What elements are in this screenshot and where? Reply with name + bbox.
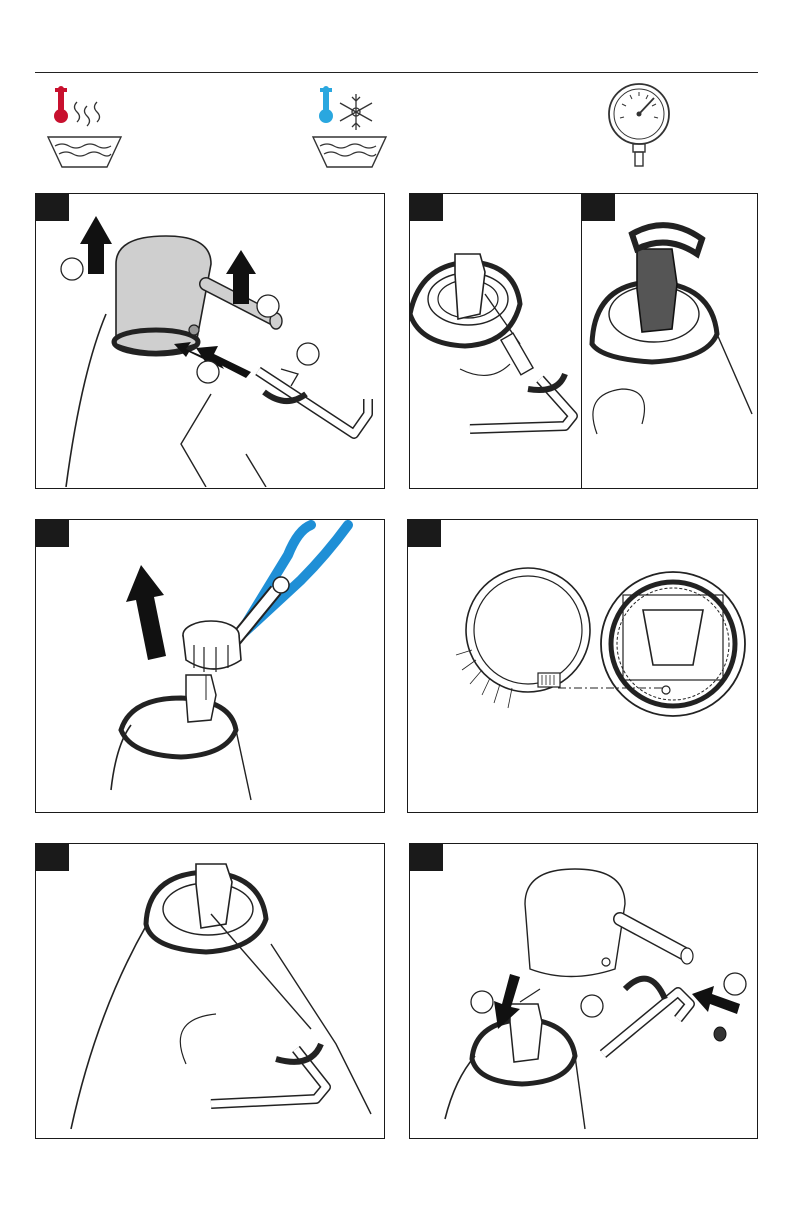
step-number-tab bbox=[36, 194, 69, 221]
cold-water-snowflake-icon bbox=[310, 82, 390, 172]
cartridge-nut-wrench-illustration bbox=[582, 194, 756, 487]
step-number-tab bbox=[36, 520, 69, 547]
cartridge-install-illustration bbox=[36, 844, 383, 1137]
cartridge-alignment-illustration bbox=[408, 520, 756, 811]
handle-reinstall-illustration bbox=[410, 844, 756, 1137]
pressure-gauge-icon bbox=[606, 78, 672, 170]
hot-water-thermometer-icon bbox=[45, 82, 125, 172]
step-2-panel bbox=[409, 193, 583, 489]
step-7-panel bbox=[409, 843, 758, 1139]
step-1-panel bbox=[35, 193, 385, 489]
hex-key-loosen-illustration bbox=[410, 194, 581, 487]
handle-removal-illustration bbox=[36, 194, 383, 487]
step-5-panel bbox=[407, 519, 758, 813]
step-number-tab bbox=[582, 194, 615, 221]
step-6-panel bbox=[35, 843, 385, 1139]
step-number-tab bbox=[410, 844, 443, 871]
retaining-nut-pliers-illustration bbox=[36, 520, 383, 811]
step-4-panel bbox=[35, 519, 385, 813]
step-number-tab bbox=[408, 520, 441, 547]
step-number-tab bbox=[36, 844, 69, 871]
step-number-tab bbox=[410, 194, 443, 221]
header-rule bbox=[35, 72, 758, 73]
step-3-panel bbox=[581, 193, 758, 489]
